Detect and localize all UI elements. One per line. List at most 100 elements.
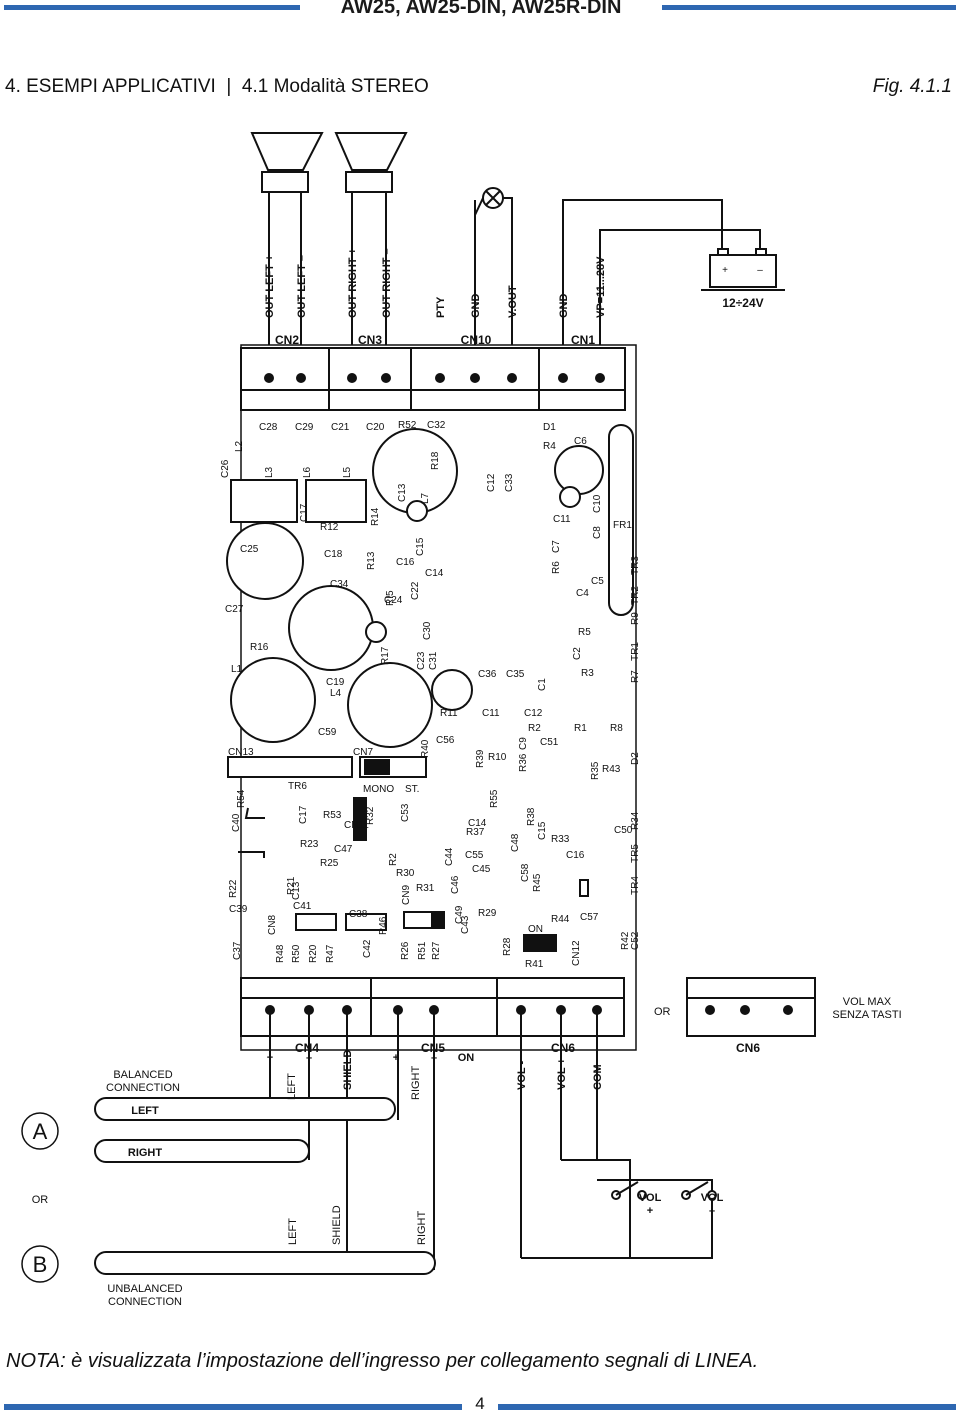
component-label: R41 [525, 959, 544, 970]
cable-a-right-label: RIGHT [128, 1147, 163, 1159]
terminal-label-top: VP=11...28V [595, 256, 607, 318]
component-label: C58 [520, 863, 531, 882]
component-label: R4 [543, 441, 556, 452]
component-label: C49 [454, 905, 465, 924]
option-a-circle [21, 1112, 59, 1150]
component-label: RI5 [385, 590, 396, 606]
connector-label-bottom: CN4 [295, 1041, 319, 1055]
component-label: R40 [420, 739, 431, 758]
component-label: R14 [370, 507, 381, 526]
component-label: C50 [614, 825, 633, 836]
wire-label: VOL - [516, 1061, 528, 1090]
wire-label: LEFT [286, 1073, 298, 1100]
component-label: R29 [478, 908, 497, 919]
figure-label: Fig. 4.1.1 [872, 76, 952, 97]
cable-b [94, 1251, 436, 1275]
connector-cn1 [538, 347, 626, 411]
terminal-sign-bottom: + [393, 1052, 399, 1064]
component-label: C16 [566, 850, 585, 861]
component-label: R17 [380, 646, 391, 665]
component-label: R37 [466, 827, 485, 838]
terminal-pin-top [558, 373, 568, 383]
component-label: C24 [384, 595, 403, 606]
component-label: R10 [488, 752, 507, 763]
speaker-right-icon [334, 132, 408, 193]
component-label: CN12 [571, 940, 582, 966]
component-label: C47 [334, 844, 353, 855]
component-label: C15 [415, 537, 426, 556]
component-label: C18 [324, 549, 343, 560]
component-label: TR2 [630, 586, 641, 605]
component-label: C19 [326, 677, 345, 688]
connector-label-top: CN10 [461, 333, 492, 347]
component-label: C42 [362, 939, 373, 958]
component-label: C7 [551, 540, 562, 553]
section-heading: 4. ESEMPI APPLICATIVI | 4.1 Modalità STE… [5, 76, 429, 97]
component-label: R9 [630, 612, 641, 625]
component-label: C1 [537, 678, 548, 691]
component-label: CN9 [401, 885, 412, 905]
terminal-sign-bottom: ON [458, 1052, 475, 1064]
component-label: C8 [592, 526, 603, 539]
option-b-letter: B [33, 1252, 48, 1277]
component-label: R26 [400, 941, 411, 960]
terminal-label-top: PTY [435, 296, 447, 318]
component-label: TR4 [630, 876, 641, 895]
component-label: C21 [331, 422, 350, 433]
component-label: ON [528, 924, 543, 935]
component-label: C28 [259, 422, 278, 433]
component-label: R28 [502, 937, 513, 956]
section-number: 4. ESEMPI APPLICATIVI [5, 76, 216, 97]
component-label: R46 [378, 916, 389, 935]
battery-icon [562, 199, 785, 370]
component-label: C22 [410, 581, 421, 600]
component-label: C14 [425, 568, 444, 579]
header-bar-right [662, 5, 956, 10]
component-label: L7 [420, 492, 431, 504]
component-label: R31 [416, 883, 435, 894]
component-label: R39 [475, 749, 486, 768]
component-label: R36 [518, 753, 529, 772]
component-label: C40 [231, 813, 242, 832]
terminal-sign-bottom: + [267, 1052, 273, 1064]
component-label: R12 [320, 522, 339, 533]
component-label: R22 [228, 879, 239, 898]
component-label: R25 [320, 858, 339, 869]
component-label: R11 [440, 708, 458, 719]
component-label: CN11 [344, 820, 369, 831]
component-label: L2 [234, 440, 245, 452]
terminal-sign-bottom: – [306, 1052, 312, 1064]
component-label: C57 [580, 912, 599, 923]
option-b-shield: SHIELD [331, 1205, 343, 1245]
component-label: ST. [405, 784, 419, 795]
component-label: C10 [592, 494, 603, 513]
component-label: C37 [232, 941, 243, 960]
component-label: CN8 [267, 915, 278, 935]
component-label: C33 [504, 473, 515, 492]
component-label: CN7 [353, 747, 373, 758]
component-label: D1 [543, 422, 556, 433]
component-label: C36 [478, 669, 497, 680]
note-text: NOTA: è visualizzata l’impostazione dell… [6, 1350, 759, 1372]
terminal-label-top: OUT RIGHT – [381, 248, 393, 318]
battery-minus: – [757, 265, 763, 276]
component-label: C59 [318, 727, 337, 738]
component-label: R45 [532, 873, 543, 892]
terminal-label-top: GND [470, 294, 482, 319]
terminal-sign-bottom: – [431, 1052, 437, 1064]
terminal-pin-bottom [265, 1005, 275, 1015]
senza-tasti-label: SENZA TASTI [832, 1009, 901, 1021]
terminal-pin-bottom [783, 1005, 793, 1015]
component-label: R53 [323, 810, 342, 821]
component-label: R43 [602, 764, 621, 775]
component-label: C12 [486, 473, 497, 492]
component-label: C45 [472, 864, 491, 875]
component-label: L5 [342, 466, 353, 478]
connector-label-top: CN2 [275, 333, 299, 347]
lamp-icon [474, 187, 513, 370]
cable-a-left-label: LEFT [131, 1105, 159, 1117]
component-label: C30 [422, 621, 433, 640]
component-label: R33 [551, 834, 570, 845]
component-label: C48 [510, 833, 521, 852]
connector-label-top: CN1 [571, 333, 595, 347]
